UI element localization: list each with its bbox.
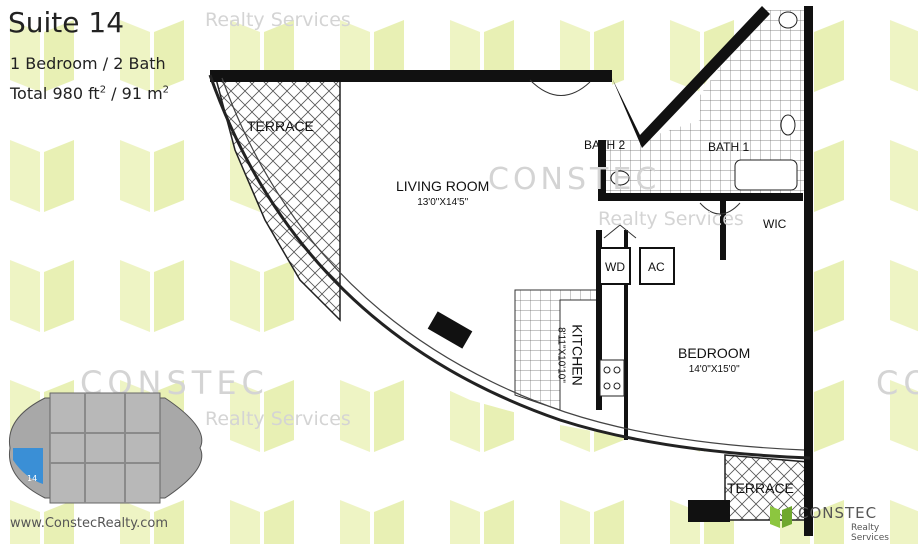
keyplan-unit-highlight (13, 448, 43, 484)
label-wic: WIC (763, 215, 786, 233)
label-terrace-bottom: TERRACE (727, 480, 794, 498)
watermark-brand-right: CONSTEC (876, 364, 918, 402)
bath-1-name: BATH 1 (708, 140, 750, 154)
logo-text: CONSTEC (798, 504, 878, 522)
label-bedroom: BEDROOM 14'0"X15'0" (678, 345, 750, 375)
watermark-tagline-center: Realty Services (598, 208, 744, 230)
wall-diagonal (612, 6, 770, 148)
wall-bath-left (598, 140, 606, 200)
curved-window (208, 74, 811, 460)
toilet-bath1 (778, 11, 798, 29)
area-prefix: Total 980 ft (10, 84, 100, 103)
watermark-brand-center: CONSTEC (488, 162, 661, 197)
label-living-room: LIVING ROOM 13'0"X14'5" (396, 178, 489, 208)
label-bath-2: BATH 2 (584, 136, 625, 154)
terrace-top (214, 74, 341, 322)
keyplan-unit-number: 14 (27, 474, 37, 483)
area-mid: / 91 m (106, 84, 163, 103)
watermark-tagline-left: Realty Services (205, 408, 351, 430)
toilet-bath2 (610, 170, 630, 186)
terrace-top-name: TERRACE (247, 118, 314, 134)
bed-bath-text: 1 Bedroom / 2 Bath (10, 54, 166, 73)
stove (599, 359, 625, 397)
kitchen-name: KITCHEN (569, 324, 586, 386)
area-sup-ft: 2 (99, 84, 107, 96)
label-kitchen: KITCHEN 8'11"X10'10" (556, 324, 586, 385)
tub (734, 159, 798, 191)
wd-name: WD (605, 260, 625, 274)
wall-bottom-terrace (688, 500, 730, 522)
logo-mark-icon (770, 506, 792, 528)
constec-logo: CONSTEC Realty Services (768, 494, 910, 543)
label-ac: AC (648, 258, 665, 276)
wall-top (210, 70, 612, 82)
area-sup-m: 2 (162, 84, 170, 96)
logo-tagline: Realty Services (851, 523, 889, 543)
door-arc-wd (603, 224, 637, 239)
bath-1-floor (700, 10, 808, 195)
ac-name: AC (648, 260, 665, 274)
label-wd: WD (605, 258, 625, 276)
column (427, 311, 473, 349)
door-arc-wic (699, 202, 741, 215)
curved-window-inner (221, 77, 805, 451)
wd-closet (599, 247, 631, 285)
ac-closet (639, 247, 675, 285)
wall-kitchen-right (624, 230, 628, 440)
bedroom-dim: 14'0"X15'0" (688, 364, 740, 375)
total-area-text: Total 980 ft2 / 91 m2 (10, 84, 169, 103)
living-room-name: LIVING ROOM (396, 178, 490, 194)
watermark-tagline-top: Realty Services (205, 9, 351, 31)
label-terrace-top: TERRACE (247, 118, 314, 136)
terrace-bottom-name: TERRACE (727, 480, 794, 496)
bedroom-name: BEDROOM (678, 345, 751, 361)
kitchen-dim: 8'11"X10'10" (555, 327, 567, 383)
label-bath-1: BATH 1 (708, 138, 749, 156)
key-plan: 14 (8, 392, 203, 504)
sink-bath1 (780, 114, 796, 136)
wall-right (804, 6, 813, 536)
wall-bath-bottom (598, 193, 803, 201)
website-link[interactable]: www.ConstecRealty.com (10, 516, 168, 531)
bath-2-name: BATH 2 (584, 138, 626, 152)
wall-wic-left (720, 200, 726, 260)
wic-name: WIC (763, 217, 787, 231)
suite-title: Suite 14 (8, 6, 125, 39)
wall-kitchen (596, 230, 602, 410)
living-room-dim: 13'0"X14'5" (417, 197, 469, 208)
door-arc-entry (529, 79, 591, 96)
